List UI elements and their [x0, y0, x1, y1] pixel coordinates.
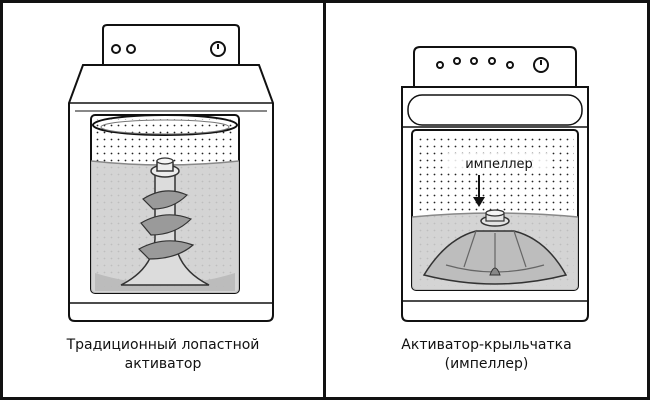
agitator-paddle: [120, 157, 210, 286]
washer-lid-opening: [407, 94, 583, 126]
control-knob-small-icon: [111, 44, 121, 54]
caption-line-2: (импеллер): [444, 356, 529, 372]
caption-line-2: активатор: [124, 356, 202, 372]
arrowhead-icon: [473, 197, 485, 207]
impeller: [422, 209, 568, 285]
panel-traditional-agitator: Традиционный лопастной активатор: [3, 3, 323, 397]
impeller-callout: импеллер: [446, 153, 552, 207]
caption-traditional-agitator: Традиционный лопастной активатор: [3, 336, 323, 374]
washer-impeller-illustration: импеллер: [401, 46, 589, 322]
panel-divider: [323, 3, 326, 397]
impeller-label: импеллер: [465, 157, 533, 172]
control-knob-small-icon: [453, 57, 461, 65]
panel-impeller: импеллер Активатор-крыльчатка (импеллер): [326, 3, 647, 397]
control-knob-small-icon: [488, 57, 496, 65]
caption-line-1: Активатор-крыльчатка: [401, 337, 572, 353]
control-knob-small-icon: [506, 61, 514, 69]
control-knob-small-icon: [470, 57, 478, 65]
control-panel: [413, 46, 577, 88]
caption-impeller: Активатор-крыльчатка (импеллер): [326, 336, 647, 374]
control-panel: [102, 24, 240, 66]
washer-traditional-illustration: [68, 24, 274, 322]
control-knob-small-icon: [436, 61, 444, 69]
caption-line-1: Традиционный лопастной: [66, 337, 260, 353]
control-knob-small-icon: [126, 44, 136, 54]
